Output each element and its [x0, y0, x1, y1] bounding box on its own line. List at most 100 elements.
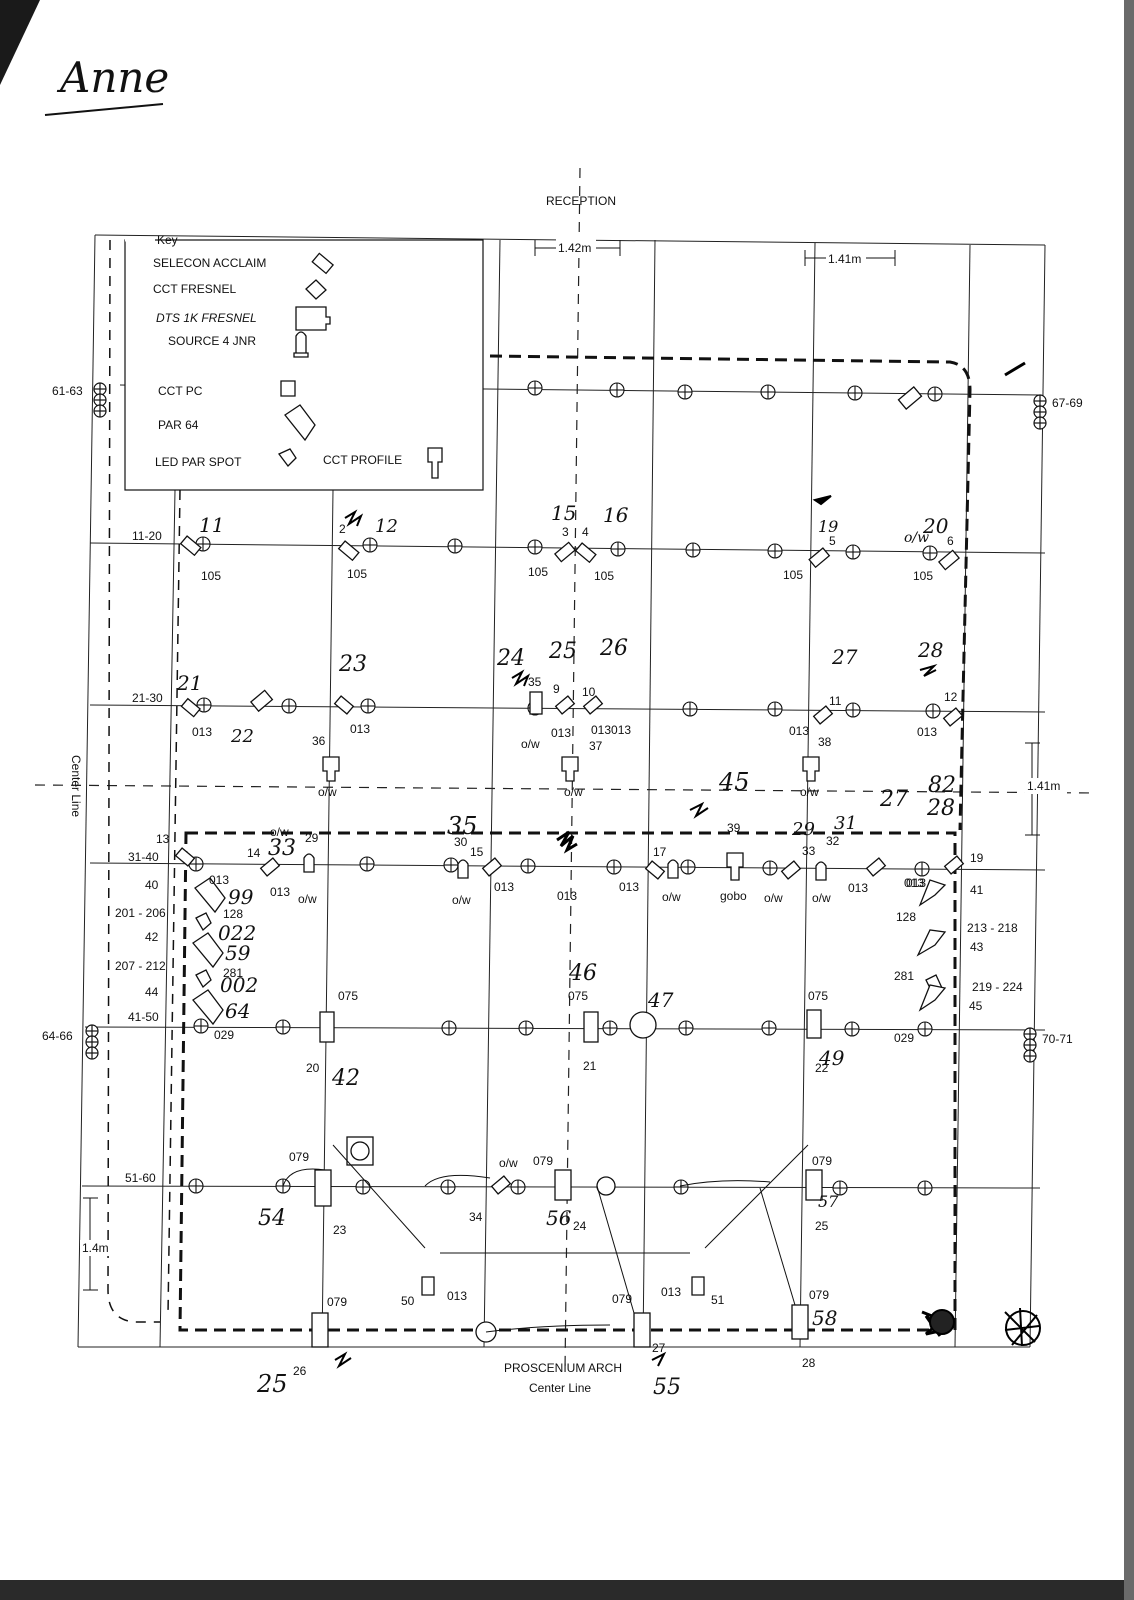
channel-number: 21: [583, 1059, 597, 1073]
note: 47: [647, 988, 674, 1012]
crossed-out-marks: [334, 361, 1041, 1369]
channel-number: 35: [528, 675, 542, 689]
circuit-label: 43: [970, 940, 984, 954]
note: 27: [879, 787, 908, 812]
bar-label: 51-60: [125, 1171, 156, 1185]
open-white-label: o/w: [812, 891, 831, 905]
key-item-label: DTS 1K FRESNEL: [156, 311, 257, 325]
note: 35: [447, 812, 478, 840]
page-right-shadow: [1124, 0, 1134, 1600]
gel-number: 105: [347, 567, 367, 581]
note: 27: [831, 645, 858, 669]
gel-number: 079: [289, 1150, 309, 1164]
gel-number: 281: [894, 969, 914, 983]
gel-number: 029: [894, 1031, 914, 1045]
circuit-label: 219 - 224: [972, 980, 1023, 994]
circuit-label: 41-50: [128, 1010, 159, 1024]
gel-number: 128: [223, 907, 243, 921]
note: 54: [258, 1206, 286, 1231]
channel-number: 10: [582, 685, 596, 699]
channel-number: 15: [470, 845, 484, 859]
circuit-label: 19: [970, 851, 984, 865]
acting-area-boundary: [178, 831, 957, 1332]
dim-top-left: 1.42m: [558, 241, 591, 255]
gel-number: 079: [809, 1288, 829, 1302]
key-item-label: CCT PROFILE: [323, 453, 402, 467]
reception-label: RECEPTION: [546, 194, 616, 208]
channel-number: 5: [829, 534, 836, 548]
channel-number: 26: [293, 1364, 307, 1378]
gel-number: 013: [619, 880, 639, 894]
channel-number: 11: [829, 694, 842, 708]
page-bottom-shadow: [0, 1580, 1134, 1600]
channel-number: 17: [653, 845, 667, 859]
key-item-label: SOURCE 4 JNR: [168, 334, 256, 348]
gel-number: 079: [533, 1154, 553, 1168]
note: 25: [256, 1370, 288, 1398]
open-white-label: o/w: [298, 892, 317, 906]
note: 82: [928, 773, 956, 798]
circuit-label: 207 - 212: [115, 959, 166, 973]
channel-number: 23: [333, 1223, 347, 1237]
cct-pc-icon: [280, 380, 296, 397]
channel-number: 25: [815, 1219, 829, 1233]
bar-label: 64-66: [42, 1029, 73, 1043]
gel-number: 013: [789, 724, 809, 738]
open-white-label: o/w: [521, 737, 540, 751]
circuit-label: 45: [969, 999, 983, 1013]
gel-number: 013: [917, 725, 937, 739]
gel-number: 079: [612, 1292, 632, 1306]
bar-label: 11-20: [132, 529, 162, 543]
note: 16: [603, 503, 629, 527]
channel-number: 32: [826, 834, 840, 848]
note: 24: [496, 646, 525, 671]
center-line-side-label: Center Line: [69, 755, 83, 817]
handwritten-notes: 11 12 15 16 20 19 21 22 23 24 25 26 27 2…: [176, 501, 956, 1400]
key-item-label: PAR 64: [158, 418, 199, 432]
par-64-icon: [284, 404, 316, 442]
bar-label: 31-40: [128, 850, 159, 864]
cct-profile-icon: [427, 447, 443, 479]
gel-number: 281: [223, 966, 243, 980]
channel-number: 9: [553, 682, 560, 696]
note: 002: [220, 973, 258, 997]
gel-number: 013: [192, 725, 212, 739]
channel-number: 39: [727, 821, 741, 835]
key-panel: Key SELECON ACCLAIM CCT FRESNEL DTS 1K F…: [124, 233, 484, 491]
note: 46: [568, 961, 597, 986]
selecon-acclaim-icon: [311, 252, 335, 275]
note: 59: [225, 941, 251, 965]
fixtures: [174, 386, 965, 1348]
gel-number: 079: [812, 1154, 832, 1168]
signature: Anne: [56, 53, 169, 102]
proscenium-label: PROSCENIUM ARCH: [504, 1361, 622, 1375]
gel-number: 013: [906, 876, 926, 890]
gel-number: 075: [568, 989, 588, 1003]
circuit-label: 201 - 206: [115, 906, 166, 920]
circuit-label: 40: [145, 878, 159, 892]
note: 15: [551, 501, 576, 525]
channel-number: 4: [582, 525, 589, 539]
gel-number: 105: [594, 569, 614, 583]
key-item-label: LED PAR SPOT: [155, 455, 242, 469]
note: 31: [834, 813, 857, 834]
gel-number: 075: [808, 989, 828, 1003]
note: 42: [331, 1066, 360, 1091]
gel-number: 013: [661, 1285, 681, 1299]
open-white-label: o/w: [270, 825, 289, 839]
note: 23: [338, 652, 367, 677]
gel-number: 013: [350, 722, 370, 736]
stage-grid: [77, 234, 1046, 1348]
note: 58: [812, 1306, 837, 1330]
bar-label: 70-71: [1042, 1032, 1073, 1046]
note: o/w: [904, 530, 929, 546]
channel-number: 2: [339, 522, 346, 536]
upstage-boundary: [489, 354, 972, 831]
channel-number: 30: [454, 835, 468, 849]
note: 56: [546, 1206, 572, 1230]
dimension-markers: 1.42m 1.41m 1.41m 1.4m: [80, 239, 1067, 1291]
gel-number: 013: [447, 1289, 467, 1303]
channel-number: 14: [247, 846, 261, 860]
led-par-spot-icon: [277, 448, 297, 467]
channel-number: 34: [469, 1210, 483, 1224]
